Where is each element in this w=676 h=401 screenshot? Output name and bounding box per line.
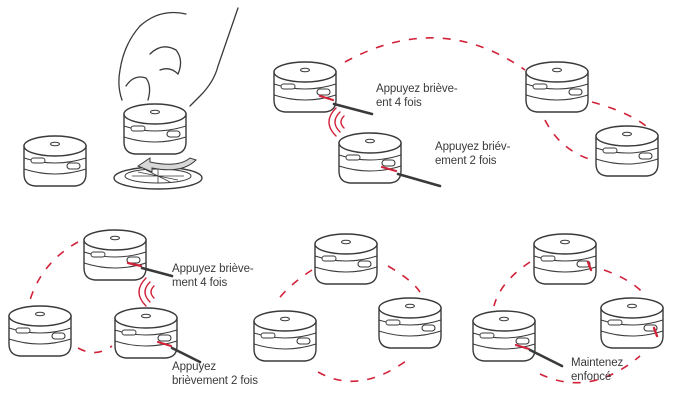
button-press-icon bbox=[586, 260, 593, 272]
smoke-detector-peer-3 bbox=[8, 305, 72, 357]
smoke-detector-ring-right bbox=[378, 297, 442, 349]
smoke-detector-ring-top bbox=[314, 233, 378, 285]
pairing-link-dashes bbox=[29, 241, 113, 354]
pin-tool-icon bbox=[140, 266, 174, 278]
button-press-icon bbox=[126, 261, 143, 268]
smoke-detector-press-4-b bbox=[83, 229, 147, 281]
pairing-link-dashes bbox=[344, 37, 647, 161]
mounting-base-icon bbox=[113, 166, 203, 190]
button-press-icon bbox=[652, 326, 659, 338]
instruction-press-4-times: Appuyez briève- ent 4 fois bbox=[376, 83, 458, 109]
instruction-press-2-times: Appuyez briév- ement 2 fois bbox=[435, 141, 511, 167]
instruction-hold-pressed: Maintenez enfoncé bbox=[571, 357, 624, 383]
smoke-detector-press-2-b bbox=[114, 307, 178, 359]
instruction-press-2-times-b: Appuyez brièvement 2 fois bbox=[172, 361, 258, 387]
wireless-signal-icon bbox=[328, 107, 345, 137]
smoke-detector-peer-2 bbox=[595, 125, 659, 177]
rotate-arrow-icon bbox=[136, 157, 197, 173]
wireless-signal-icon bbox=[138, 277, 155, 307]
pin-tool-icon bbox=[332, 102, 374, 116]
instruction-press-4-times-b: Appuyez briève- ment 4 fois bbox=[172, 263, 254, 289]
pairing-link-dashes bbox=[275, 265, 421, 383]
smoke-detector-press-4 bbox=[273, 61, 337, 113]
button-press-icon bbox=[318, 94, 335, 102]
button-press-icon bbox=[156, 340, 173, 348]
pin-tool-icon bbox=[170, 346, 202, 364]
smoke-detector-peer-1 bbox=[525, 61, 589, 113]
hand-illustration bbox=[118, 7, 239, 107]
smoke-detector-ring5-top bbox=[533, 233, 597, 285]
pin-tool-icon bbox=[396, 172, 442, 188]
button-press-icon bbox=[514, 343, 531, 351]
pairing-link-dashes bbox=[493, 261, 645, 384]
smoke-detector-ring-left bbox=[253, 310, 317, 362]
smoke-detector-standalone bbox=[23, 135, 87, 187]
smoke-detector-ring5-hold bbox=[472, 310, 536, 362]
pin-tool-icon bbox=[528, 348, 564, 368]
button-press-icon bbox=[380, 165, 398, 173]
smoke-detector-press-2 bbox=[338, 132, 402, 184]
smoke-detector-mounting bbox=[123, 103, 187, 155]
smoke-detector-ring5-right bbox=[600, 297, 664, 349]
